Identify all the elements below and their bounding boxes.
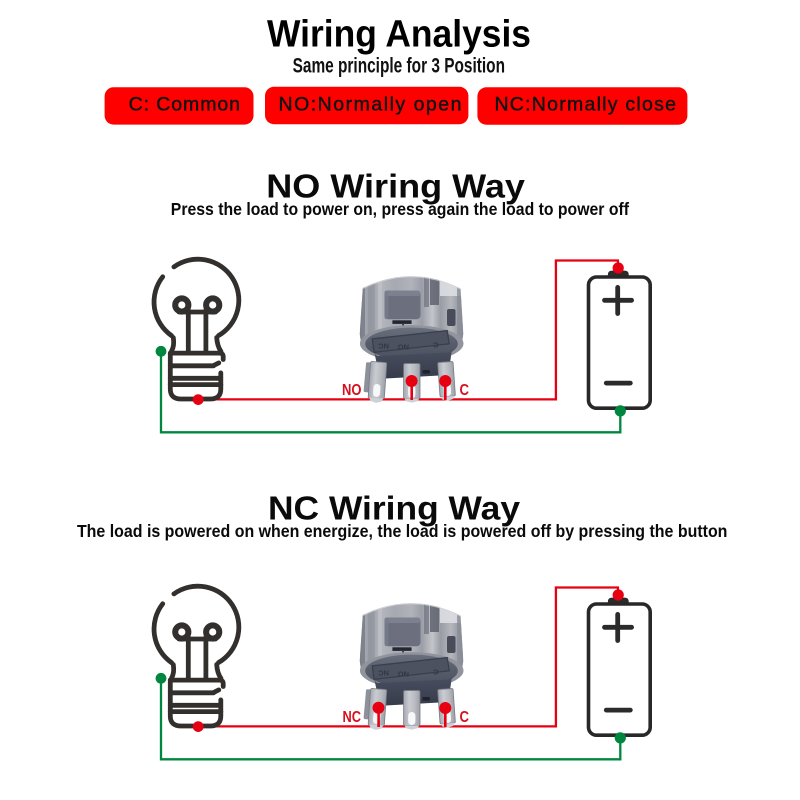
svg-text:C: C xyxy=(460,382,470,399)
svg-text:C: Common: C: Common xyxy=(129,94,240,116)
svg-text:NC: NC xyxy=(343,709,362,726)
svg-text:NC:Normally close: NC:Normally close xyxy=(494,94,676,116)
svg-text:NO: NO xyxy=(342,382,362,399)
svg-text:The load is powered on when en: The load is powered on when energize, th… xyxy=(77,521,728,541)
svg-text:Wiring Analysis: Wiring Analysis xyxy=(267,14,531,56)
svg-text:Same principle for 3 Position: Same principle for 3 Position xyxy=(293,55,505,78)
svg-text:NO Wiring Way: NO Wiring Way xyxy=(266,167,525,204)
svg-text:NC Wiring Way: NC Wiring Way xyxy=(268,490,521,527)
svg-text:C: C xyxy=(460,709,470,726)
svg-text:Press the load to power on, pr: Press the load to power on, press again … xyxy=(171,199,629,219)
